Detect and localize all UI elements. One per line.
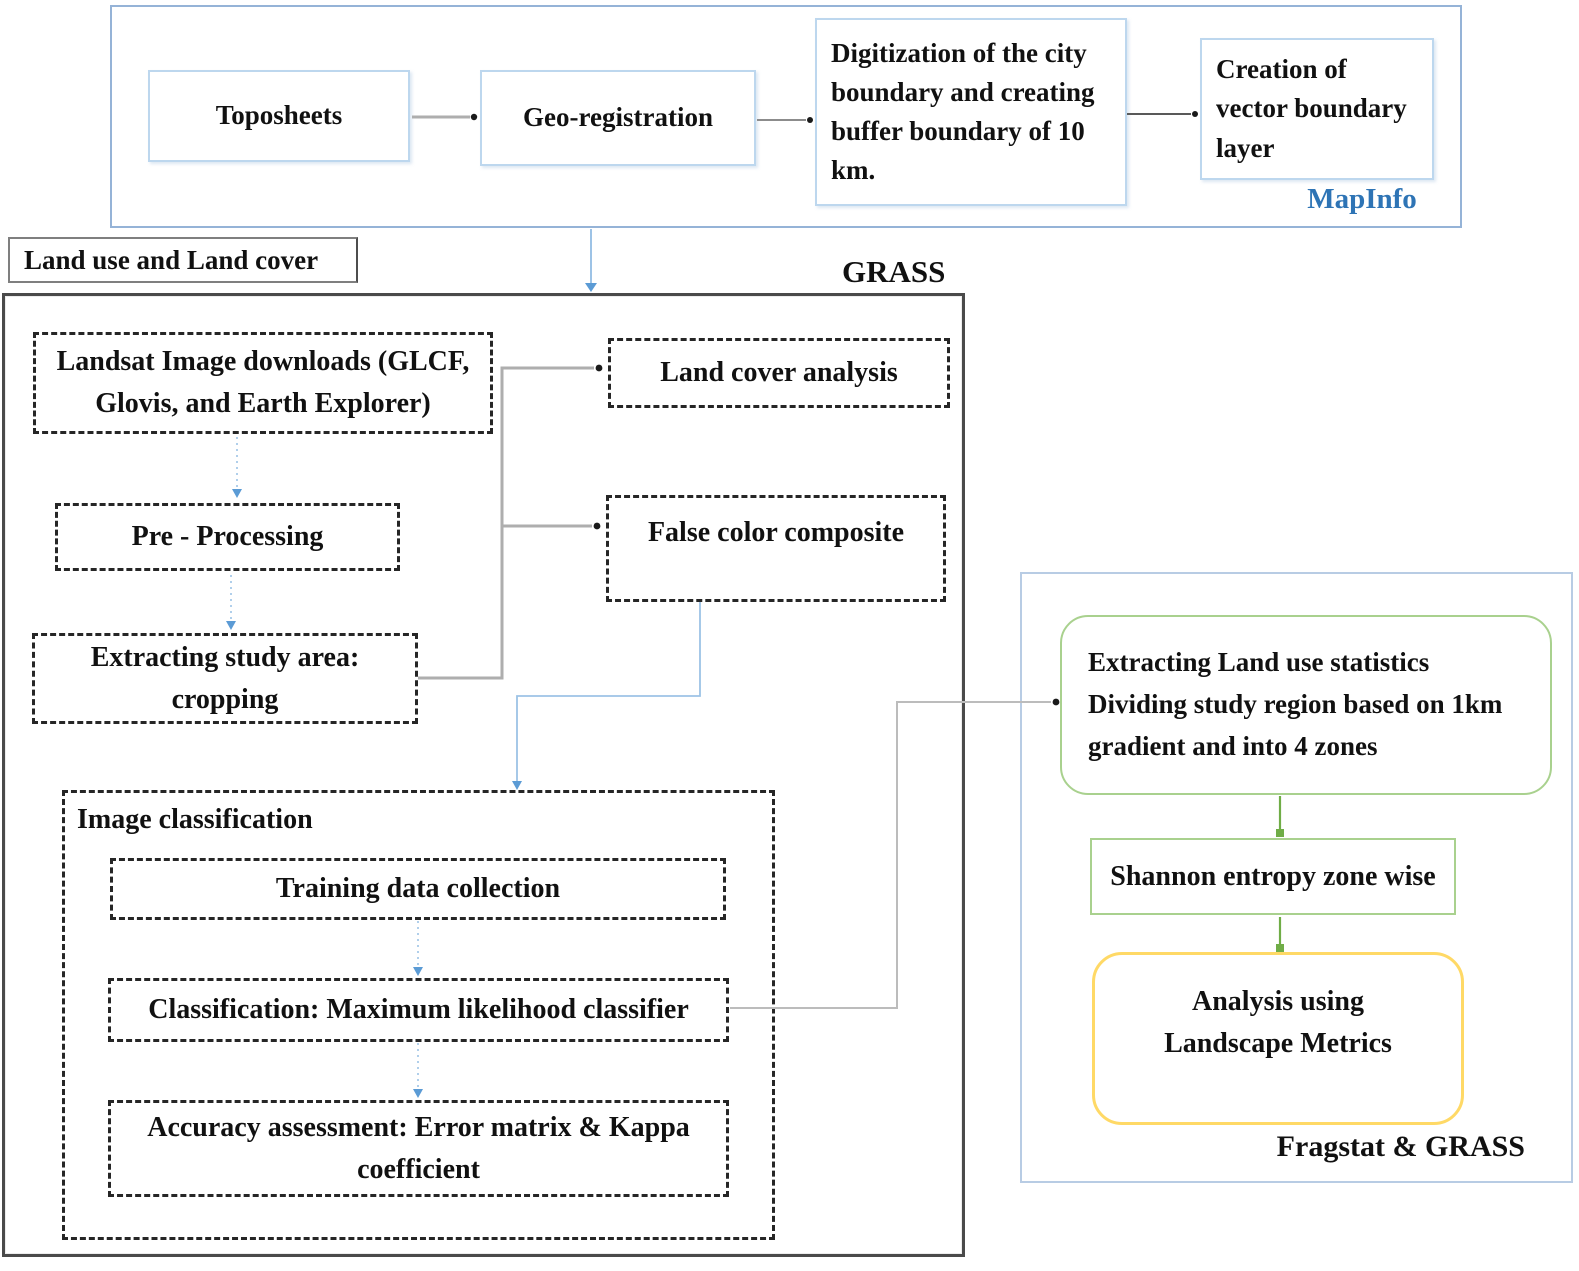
- box-training-data-collection-label: Training data collection: [275, 873, 561, 904]
- box-classification-mlc-label: Classification: Maximum likelihood class…: [148, 994, 689, 1025]
- grass-tool-label: GRASS: [842, 254, 946, 289]
- box-classification-mlc: Classification: Maximum likelihood class…: [108, 978, 729, 1042]
- box-landsat-downloads: Landsat Image downloads (GLCF, Glovis, a…: [33, 332, 493, 434]
- extract-stats-line2: Dividing study region based on 1km gradi…: [1088, 689, 1503, 761]
- box-pre-processing-label: Pre - Processing: [131, 521, 324, 552]
- mapinfo-tool-label: MapInfo: [1307, 183, 1417, 215]
- land-use-land-cover-tag: Land use and Land cover: [8, 237, 358, 283]
- box-extracting-study-area-label: Extracting study area: cropping: [90, 641, 360, 715]
- box-toposheets-label: Toposheets: [215, 100, 343, 131]
- extract-stats-line1: Extracting Land use statistics: [1088, 647, 1430, 678]
- box-toposheets: Toposheets: [148, 70, 410, 162]
- fragstat-tool-label: Fragstat & GRASS: [1276, 1130, 1525, 1163]
- box-vector-boundary-layer-label: Creation of vector boundary layer: [1216, 54, 1407, 163]
- group-image-classification-label: Image classification: [77, 804, 313, 835]
- box-land-cover-analysis-label: Land cover analysis: [660, 357, 898, 388]
- analysis-line1: Analysis using: [1192, 986, 1364, 1017]
- box-extracting-study-area: Extracting study area: cropping: [32, 633, 418, 724]
- box-accuracy-assessment-label: Accuracy assessment: Error matrix & Kapp…: [147, 1111, 690, 1185]
- land-use-land-cover-label: Land use and Land cover: [24, 244, 319, 275]
- box-shannon-entropy: Shannon entropy zone wise: [1090, 838, 1456, 915]
- box-landsat-downloads-label: Landsat Image downloads (GLCF, Glovis, a…: [56, 346, 470, 419]
- box-false-color-composite-label: False color composite: [647, 517, 905, 548]
- box-training-data-collection: Training data collection: [110, 858, 726, 920]
- box-accuracy-assessment: Accuracy assessment: Error matrix & Kapp…: [108, 1100, 729, 1197]
- arrowhead-blue-1: [585, 283, 597, 292]
- box-vector-boundary-layer: Creation of vector boundary layer: [1200, 38, 1434, 180]
- box-geo-registration-label: Geo-registration: [523, 102, 713, 133]
- box-pre-processing: Pre - Processing: [55, 503, 400, 571]
- box-digitization-label: Digitization of the city boundary and cr…: [831, 37, 1095, 186]
- analysis-line2: Landscape Metrics: [1164, 1028, 1392, 1059]
- box-false-color-composite: False color composite: [606, 495, 946, 602]
- group-image-classification: Image classification: [62, 790, 775, 1240]
- box-digitization: Digitization of the city boundary and cr…: [815, 18, 1127, 206]
- box-analysis-landscape-metrics: Analysis using Landscape Metrics: [1092, 952, 1464, 1125]
- box-geo-registration: Geo-registration: [480, 70, 756, 166]
- box-shannon-entropy-label: Shannon entropy zone wise: [1110, 860, 1436, 892]
- box-extract-land-use-statistics: Extracting Land use statistics Dividing …: [1060, 615, 1552, 795]
- box-land-cover-analysis: Land cover analysis: [608, 338, 950, 408]
